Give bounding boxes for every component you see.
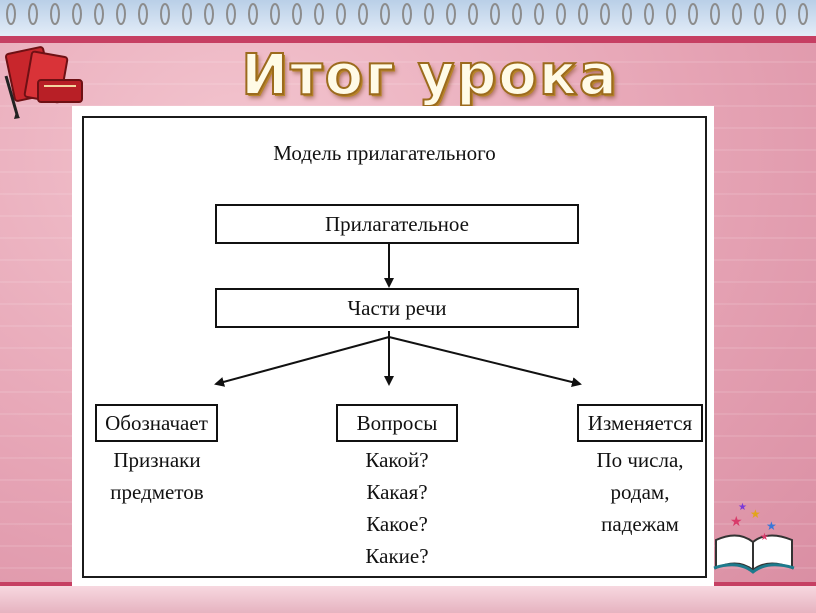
binding-ring [424, 3, 434, 25]
detail-left-line: предметов [110, 480, 204, 504]
binding-ring [710, 3, 720, 25]
arrow-level2-to-left [214, 336, 390, 387]
binding-ring [556, 3, 566, 25]
top-band [0, 0, 816, 40]
svg-text:★: ★ [766, 519, 777, 533]
svg-text:★: ★ [730, 514, 743, 530]
detail-right-line: родам, [610, 480, 670, 504]
binding-ring [248, 3, 258, 25]
binding-ring [50, 3, 60, 25]
binding-ring [314, 3, 324, 25]
binding-ring [666, 3, 676, 25]
binding-ring [226, 3, 236, 25]
binding-ring [204, 3, 214, 25]
detail-center-line: Какой? [365, 448, 429, 472]
binding-ring [336, 3, 346, 25]
arrow-level2-to-right [388, 336, 582, 387]
svg-text:★: ★ [760, 532, 769, 543]
binding-ring [534, 3, 544, 25]
slide-title: Итог урока [240, 43, 619, 108]
binding-ring [182, 3, 192, 25]
binding-ring [138, 3, 148, 25]
binding-ring [754, 3, 764, 25]
binding-ring [160, 3, 170, 25]
binding-ring [116, 3, 126, 25]
binding-ring [578, 3, 588, 25]
binding-ring [688, 3, 698, 25]
binding-ring [94, 3, 104, 25]
binding-ring [446, 3, 456, 25]
diagram-title: Модель прилагательного [273, 141, 496, 165]
binding-ring [402, 3, 412, 25]
binding-ring [490, 3, 500, 25]
binding-ring [358, 3, 368, 25]
bottom-band [0, 586, 816, 613]
binding-ring [776, 3, 786, 25]
open-book-stars-icon: ★ ★ ★ ★ ★ [708, 496, 798, 581]
binding-ring [732, 3, 742, 25]
spiral-binding-rings [6, 3, 808, 25]
binding-ring [512, 3, 522, 25]
binding-ring [28, 3, 38, 25]
top-stripe [0, 36, 816, 43]
detail-center-line: Какое? [366, 512, 428, 536]
red-books-pencil-icon [2, 40, 92, 125]
detail-center-line: Какая? [366, 480, 428, 504]
svg-text:★: ★ [750, 507, 761, 521]
detail-center-line: Какие? [365, 544, 429, 568]
detail-left: Признаки предметов [94, 444, 220, 508]
detail-right-line: падежам [601, 512, 679, 536]
binding-ring [270, 3, 280, 25]
binding-ring [468, 3, 478, 25]
node-denotes: Обозначает [95, 404, 218, 442]
binding-ring [380, 3, 390, 25]
diagram-connectors [214, 244, 582, 387]
diagram-frame: Модель прилагательного Прилагательное Ча… [82, 116, 707, 578]
node-adjective: Прилагательное [215, 204, 579, 244]
binding-ring [798, 3, 808, 25]
detail-right-line: По числа, [596, 448, 684, 472]
binding-ring [622, 3, 632, 25]
binding-ring [292, 3, 302, 25]
detail-left-line: Признаки [113, 448, 201, 472]
binding-ring [644, 3, 654, 25]
node-changes: Изменяется [577, 404, 703, 442]
svg-text:★: ★ [738, 502, 747, 513]
binding-ring [6, 3, 16, 25]
detail-center: Какой? Какая? Какое? Какие? [336, 444, 458, 572]
binding-ring [600, 3, 610, 25]
binding-ring [72, 3, 82, 25]
diagram-panel: Модель прилагательного Прилагательное Ча… [72, 106, 714, 586]
node-parts-of-speech: Части речи [215, 288, 579, 328]
node-questions: Вопросы [336, 404, 458, 442]
detail-right: По числа, родам, падежам [577, 444, 703, 540]
